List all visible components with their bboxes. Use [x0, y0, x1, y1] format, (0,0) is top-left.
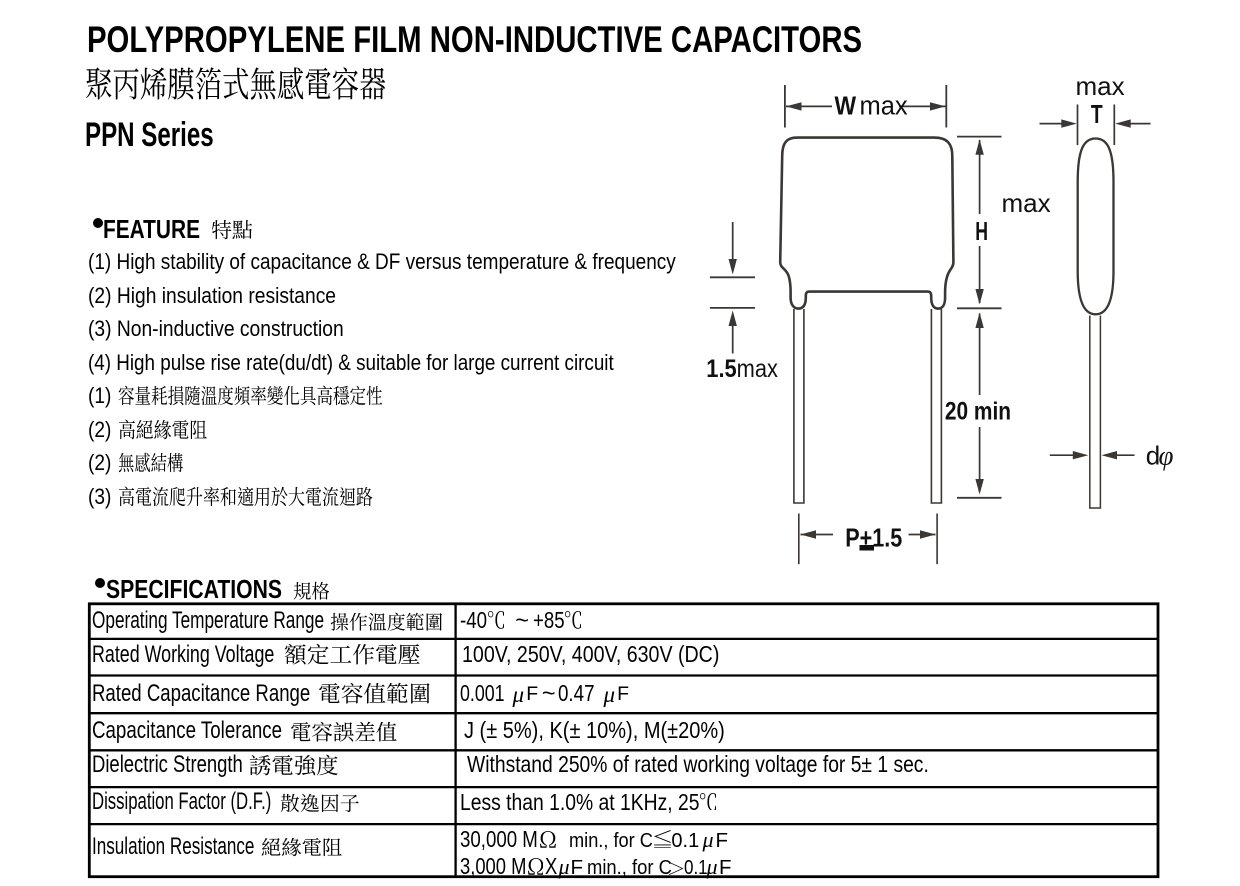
svg-text:W: W — [835, 92, 857, 121]
svg-text:max: max — [1002, 188, 1051, 218]
svg-text:φ: φ — [1159, 440, 1174, 470]
svg-text:T: T — [1091, 99, 1103, 129]
svg-text:20 min: 20 min — [945, 397, 1011, 425]
svg-text:d: d — [1146, 440, 1160, 470]
svg-text:H: H — [975, 217, 988, 246]
svg-text:max: max — [860, 93, 908, 121]
svg-text:1.5max: 1.5max — [706, 355, 778, 383]
svg-text:max: max — [1076, 71, 1125, 101]
